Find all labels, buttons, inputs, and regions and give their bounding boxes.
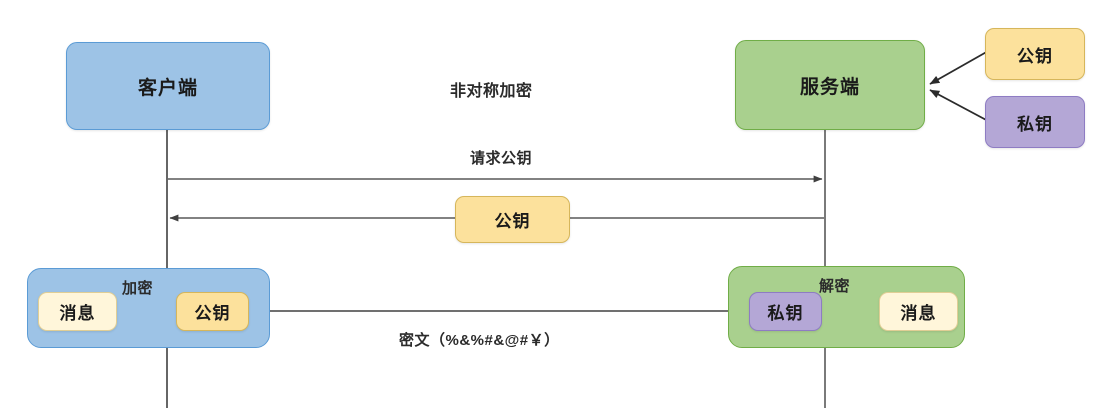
message-label-ciphertext: 密文（%&%#&@#￥）: [399, 332, 560, 349]
server-decrypt-private-key-box[interactable]: 私钥: [749, 292, 822, 331]
public-key-to-server-arrow: [929, 49, 991, 85]
client-plaintext-label: 消息: [59, 304, 96, 323]
client-plaintext-box[interactable]: 消息: [38, 292, 117, 331]
actor-client[interactable]: 客户端: [66, 42, 270, 130]
diagram-title: 非对称加密: [450, 83, 533, 100]
message-public-key-label: 公钥: [494, 212, 531, 231]
server-public-key-label: 公钥: [1017, 46, 1053, 66]
server-private-key-box[interactable]: 私钥: [985, 96, 1085, 148]
decrypt-operation-label: 解密: [819, 278, 851, 295]
message-public-key-box[interactable]: 公钥: [455, 196, 570, 243]
message-label-request-public-key: 请求公钥: [470, 150, 533, 167]
actor-server[interactable]: 服务端: [735, 40, 925, 130]
server-private-key-label: 私钥: [1017, 114, 1053, 134]
actor-server-label: 服务端: [799, 76, 860, 98]
client-public-key-label: 公钥: [194, 304, 231, 323]
encrypt-operation-label: 加密: [122, 280, 154, 297]
server-plaintext-label: 消息: [900, 304, 937, 323]
server-plaintext-box[interactable]: 消息: [879, 292, 958, 331]
client-public-key-box[interactable]: 公钥: [176, 292, 249, 331]
server-public-key-box[interactable]: 公钥: [985, 28, 1085, 80]
actor-client-label: 客户端: [137, 77, 198, 99]
server-decrypt-private-key-label: 私钥: [767, 304, 804, 323]
private-key-to-server-arrow: [929, 89, 991, 123]
